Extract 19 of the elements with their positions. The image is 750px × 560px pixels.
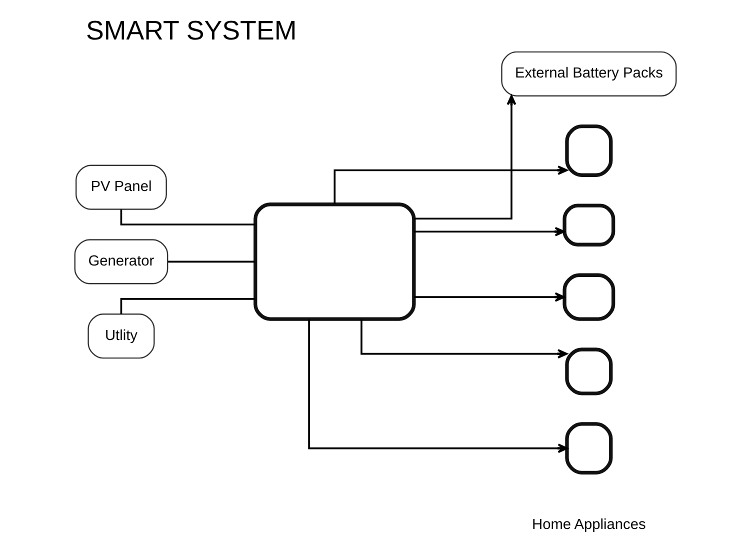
node-box: Generator [74,239,168,284]
arrow [333,165,568,204]
node-box [564,348,612,396]
node-box: PV Panel [75,164,166,210]
arrow [308,319,568,454]
node-box [562,273,615,321]
node-box: Utlity [87,314,154,359]
diagram-title: SMART SYSTEM [85,15,296,46]
arrow [414,292,564,302]
arrow [414,94,516,220]
arrow [360,320,568,359]
label: Home Appliances [532,516,646,533]
node-box [253,202,416,321]
arrow [414,226,564,236]
node-box [564,124,612,177]
node-box: External Battery Packs [500,51,676,96]
node-box [562,204,615,246]
connector [168,260,255,263]
node-box [564,422,612,475]
